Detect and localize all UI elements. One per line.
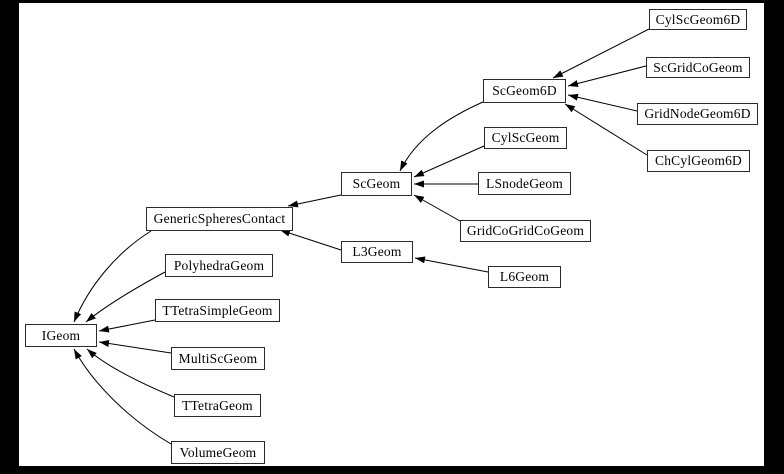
- node-PolyhedraGeom[interactable]: PolyhedraGeom: [165, 254, 273, 277]
- node-L3Geom[interactable]: L3Geom: [341, 241, 413, 263]
- node-ScGeom6D[interactable]: ScGeom6D: [483, 79, 566, 103]
- node-GridCoGridCoGeom[interactable]: GridCoGridCoGeom: [460, 220, 591, 242]
- node-MultiScGeom[interactable]: MultiScGeom: [171, 347, 265, 370]
- node-ScGeom[interactable]: ScGeom: [341, 172, 412, 196]
- node-TTetraSimpleGeom[interactable]: TTetraSimpleGeom: [155, 299, 280, 322]
- node-LSnodeGeom[interactable]: LSnodeGeom: [478, 172, 571, 195]
- node-ScGridCoGeom[interactable]: ScGridCoGeom: [646, 57, 750, 78]
- node-VolumeGeom[interactable]: VolumeGeom: [171, 441, 265, 464]
- node-GridNodeGeom6D[interactable]: GridNodeGeom6D: [637, 103, 758, 125]
- node-GenericSpheresContact[interactable]: GenericSpheresContact: [146, 207, 293, 231]
- node-TTetraGeom[interactable]: TTetraGeom: [174, 394, 261, 417]
- node-CylScGeom[interactable]: CylScGeom: [484, 127, 567, 149]
- node-L6Geom[interactable]: L6Geom: [488, 266, 561, 288]
- node-IGeom[interactable]: IGeom: [25, 324, 97, 347]
- node-CylScGeom6D[interactable]: CylScGeom6D: [649, 9, 747, 30]
- node-ChCylGeom6D[interactable]: ChCylGeom6D: [647, 150, 750, 172]
